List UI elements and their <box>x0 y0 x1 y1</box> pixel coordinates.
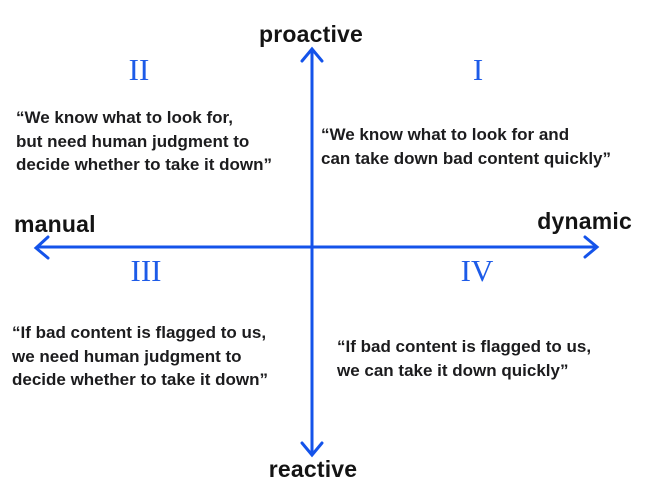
axis-label-reactive: reactive <box>268 456 358 482</box>
axis-label-dynamic: dynamic <box>537 208 632 234</box>
quadrant-ii-quote: “We know what to look for, but need huma… <box>16 108 272 174</box>
quadrant-ii-numeral: II <box>128 52 150 87</box>
quadrant-i-numeral: I <box>472 52 484 87</box>
quadrant-iii-quote: “If bad content is flagged to us, we nee… <box>12 323 268 389</box>
up-arrowhead-icon <box>300 46 324 63</box>
down-arrowhead-icon <box>300 441 324 458</box>
axis-label-manual: manual <box>14 211 96 237</box>
quadrant-iv-numeral: IV <box>460 253 494 288</box>
quadrant-iii-numeral: III <box>130 253 162 288</box>
quadrant-iv-quote: “If bad content is flagged to us, we can… <box>337 337 592 380</box>
right-arrowhead-icon <box>583 235 600 259</box>
axis-label-proactive: proactive <box>258 21 364 47</box>
left-arrowhead-icon <box>33 235 50 260</box>
quadrant-i-quote: “We know what to look for and can take d… <box>321 125 611 168</box>
